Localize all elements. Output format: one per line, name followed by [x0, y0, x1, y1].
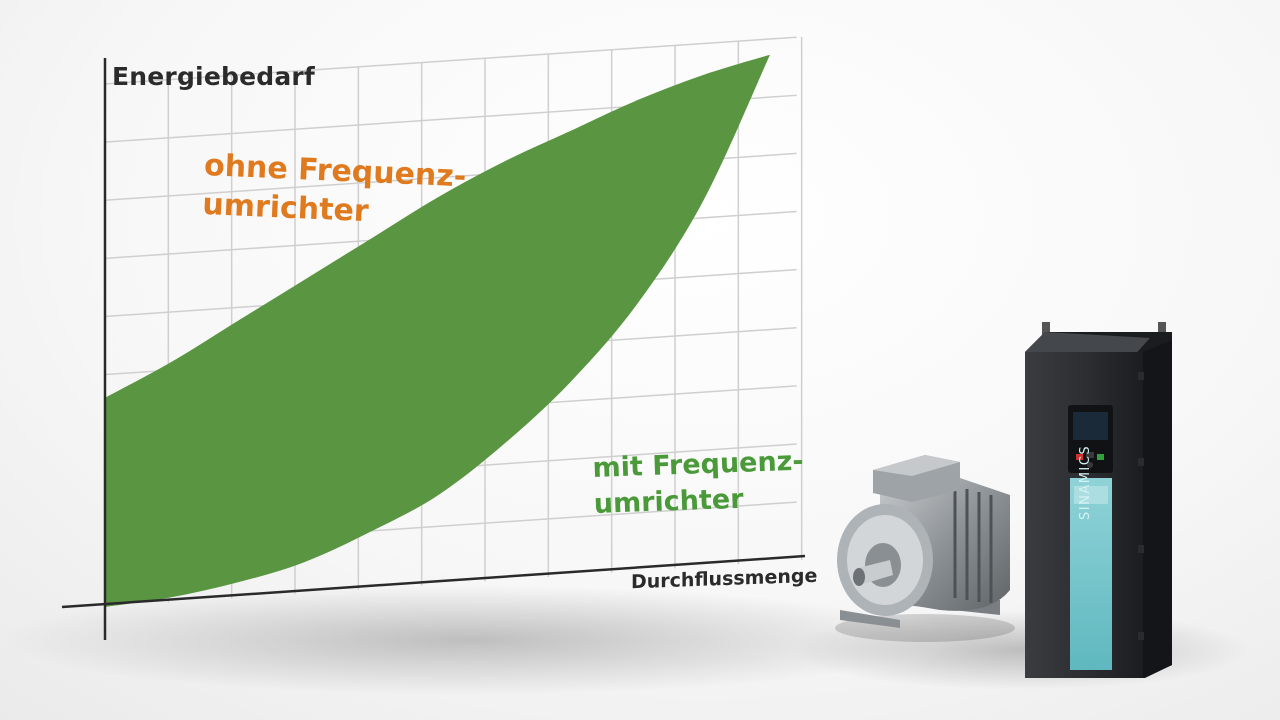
- x-axis: [61, 554, 806, 609]
- chart-axes: [61, 58, 806, 640]
- series-label-ohne-umrichter: ohne Frequenz- umrichter: [201, 147, 467, 230]
- grid-line-horizontal: [104, 36, 797, 85]
- frequency-inverter-icon: [1025, 322, 1172, 678]
- floor-shadow: [0, 585, 940, 695]
- series-label-mit-umrichter: mit Frequenz- umrichter: [592, 445, 805, 520]
- energy-savings-area: [105, 54, 770, 607]
- device-brand-label: SINAMICS: [1078, 444, 1093, 520]
- electric-motor-icon: [835, 455, 1015, 642]
- y-axis-label: Energiebedarf: [112, 62, 316, 91]
